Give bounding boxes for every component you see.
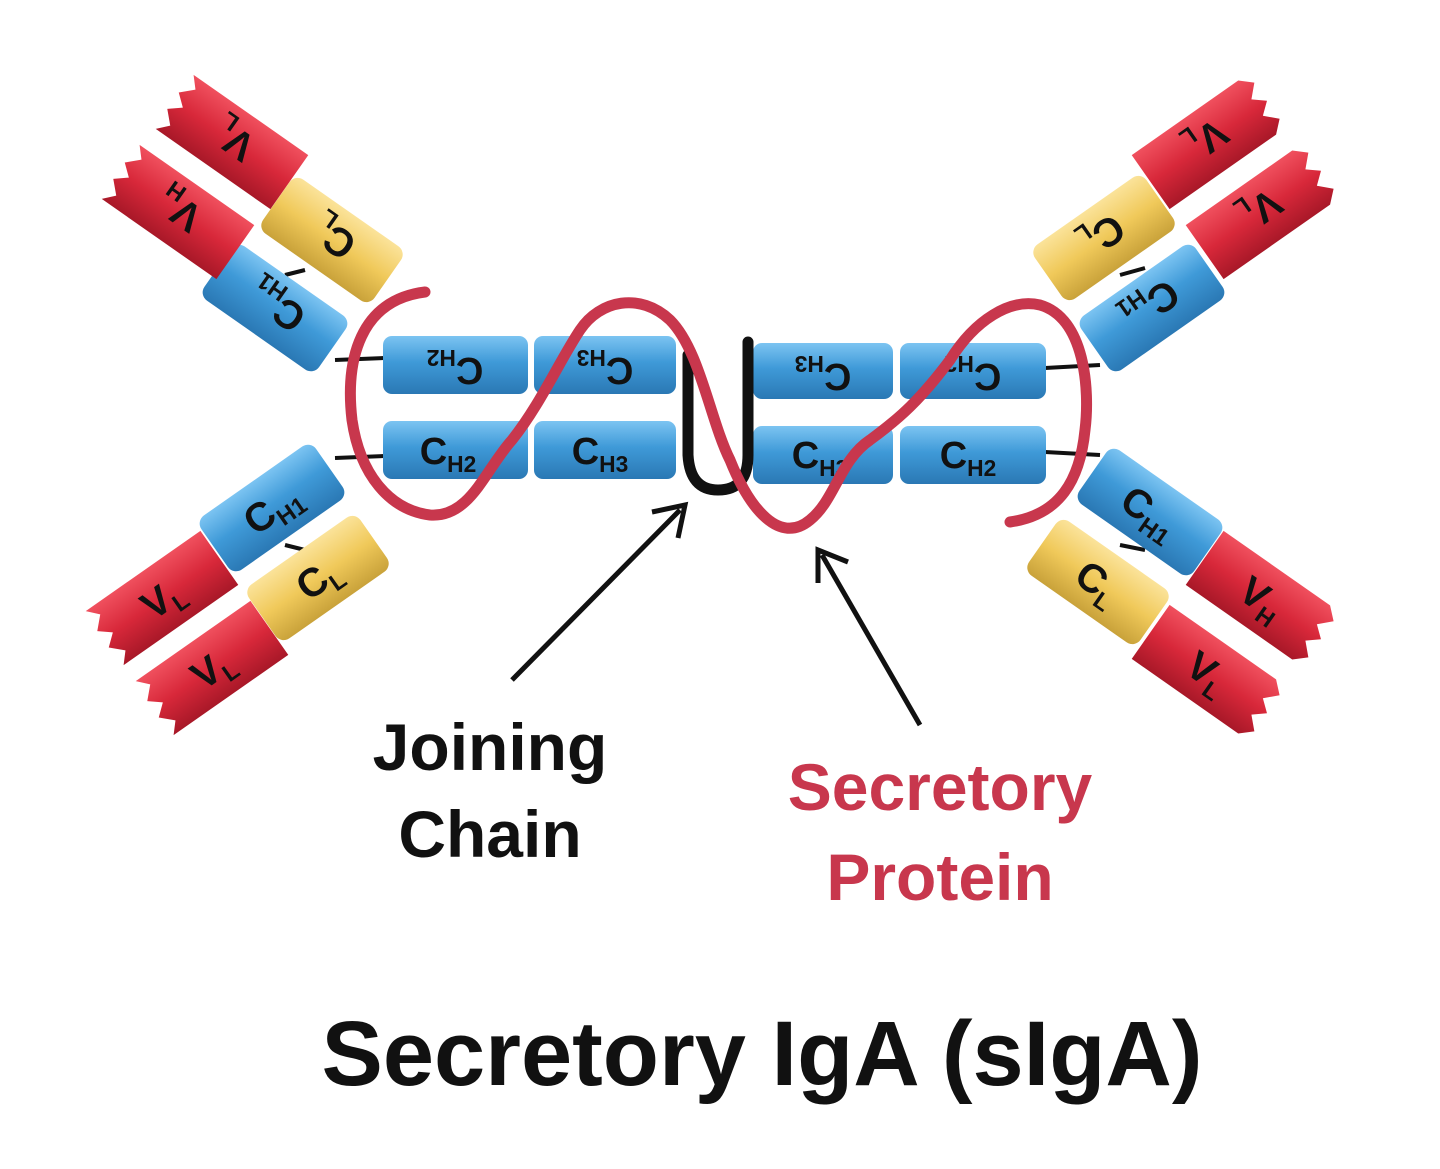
secretory-protein-strand	[344, 286, 1092, 534]
left-lower-vl-domain-outer: VL	[85, 530, 239, 666]
left-upper-cl-domain: CL	[261, 177, 403, 303]
left-upper-vl-domain: VL	[155, 74, 309, 210]
diagram-title: Secretory IgA (sIgA)	[321, 1003, 1202, 1105]
right-lower-vh-domain: VH	[1185, 530, 1334, 660]
right-lower-ch2-domain: CH2	[900, 426, 1046, 484]
secretory-protein-arrow	[815, 546, 923, 727]
right-lower-vl-domain: VL	[1131, 604, 1280, 734]
right-hinge-lines	[1044, 266, 1146, 552]
right-upper-ch1-domain: CH1	[1079, 244, 1225, 372]
joining-chain-label-line1: Joining	[373, 710, 608, 784]
svg-text:CH3: CH3	[577, 345, 634, 391]
right-lower-cl-domain: CL	[1027, 519, 1169, 645]
left-upper-vh-domain: VH	[101, 144, 255, 280]
right-lower-ch3-domain: CH3	[753, 426, 893, 484]
right-upper-cl-domain: CL	[1033, 175, 1175, 301]
svg-text:CH2: CH2	[427, 345, 484, 391]
svg-text:CH2: CH2	[940, 435, 997, 481]
joining-chain	[682, 336, 754, 496]
left-lower-ch3-domain: CH3	[534, 421, 676, 479]
right-fc: CH3 CH2 CH3 CH2	[753, 343, 1046, 484]
svg-text:CH2: CH2	[420, 431, 477, 477]
right-monomer: CH1 CL VL VL CH1 CL	[753, 80, 1334, 734]
left-lower-cl-domain: CL	[247, 515, 389, 641]
secretory-protein-label-line1: Secretory	[788, 750, 1093, 824]
joining-chain-label-line2: Chain	[398, 797, 581, 871]
right-upper-vl-domain-outer: VL	[1185, 150, 1334, 280]
right-upper-ch3-domain: CH3	[753, 343, 893, 399]
right-lower-arm: CH1 CL VH VL	[1027, 448, 1334, 734]
right-upper-vl-domain-inner: VL	[1131, 80, 1280, 210]
secretory-protein-label-line2: Protein	[826, 840, 1053, 914]
left-lower-vl-domain-inner: VL	[135, 600, 289, 736]
svg-text:CH3: CH3	[795, 351, 852, 397]
left-monomer: CH1 CL VH VL CH1 CL	[85, 74, 676, 736]
svg-text:CH3: CH3	[572, 431, 629, 477]
left-upper-ch2-domain: CH2	[383, 336, 528, 394]
right-lower-ch1-domain: CH1	[1077, 448, 1223, 576]
left-lower-arm: CH1 CL VL VL	[85, 444, 389, 736]
joining-chain-arrow	[510, 501, 689, 682]
left-upper-arm: CH1 CL VH VL	[101, 74, 403, 372]
right-upper-arm: CH1 CL VL VL	[1033, 80, 1334, 372]
